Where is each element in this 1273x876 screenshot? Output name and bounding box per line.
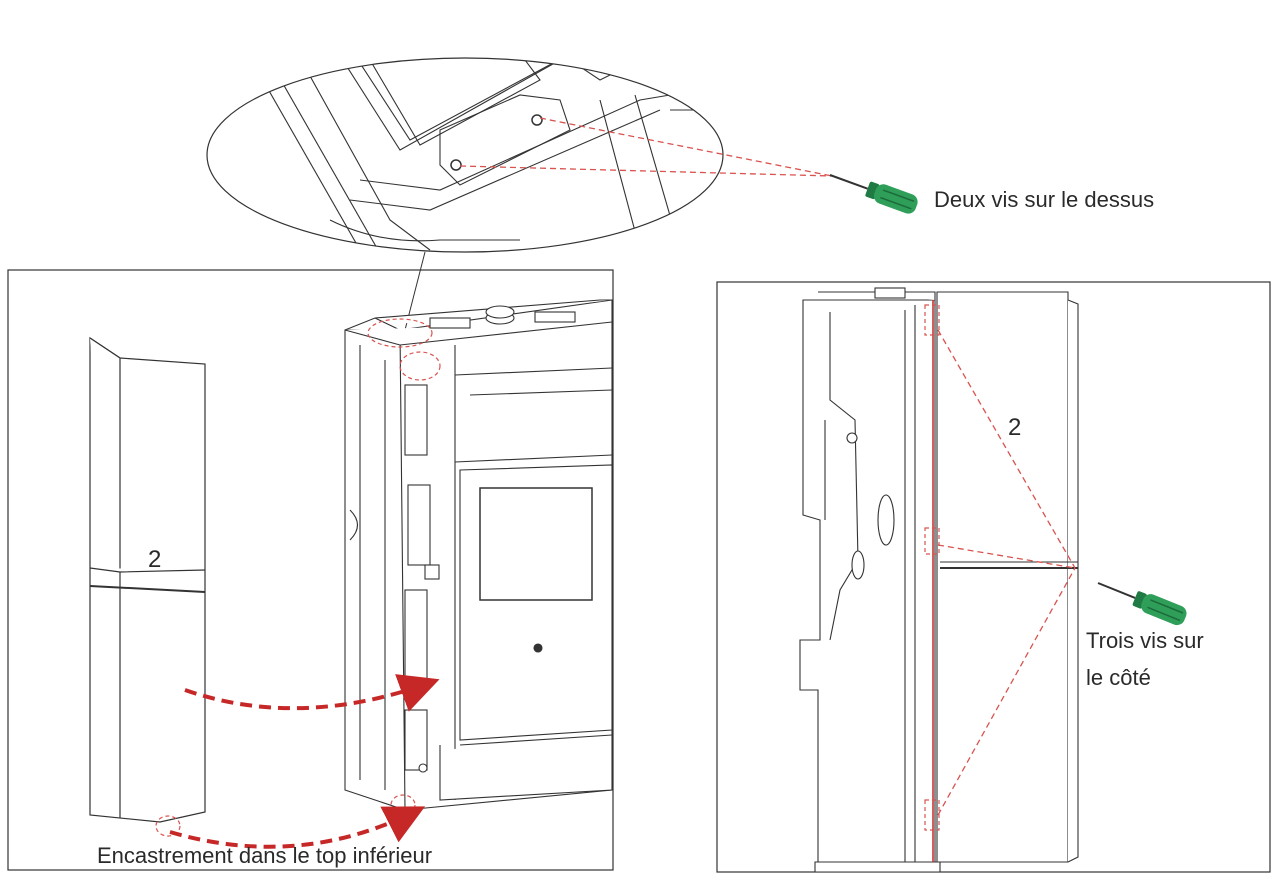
right-frame <box>716 281 1271 873</box>
stove-body <box>344 299 613 811</box>
top-screws-label: Deux vis sur le dessus <box>934 187 1155 212</box>
top-screw-guides <box>459 117 833 177</box>
insertion-arrows <box>169 674 440 849</box>
stove-side-view <box>799 287 1079 873</box>
zoom-detail-ellipse <box>206 57 724 253</box>
side-screws-label-line1: Trois vis sur <box>1086 628 1204 653</box>
side-screws-label-line2: le côté <box>1086 665 1151 690</box>
side-panel-left <box>89 336 206 823</box>
side-screw-guides <box>937 329 1076 816</box>
part-number-right: 2 <box>1008 414 1022 441</box>
part-number-left: 2 <box>148 546 162 573</box>
screwdriver-icon <box>1097 582 1187 626</box>
left-frame <box>7 269 614 871</box>
fixing-point-markers-right <box>924 304 940 831</box>
screwdriver-icon <box>829 174 918 214</box>
bottom-fit-label: Encastrement dans le top inférieur <box>97 843 433 868</box>
